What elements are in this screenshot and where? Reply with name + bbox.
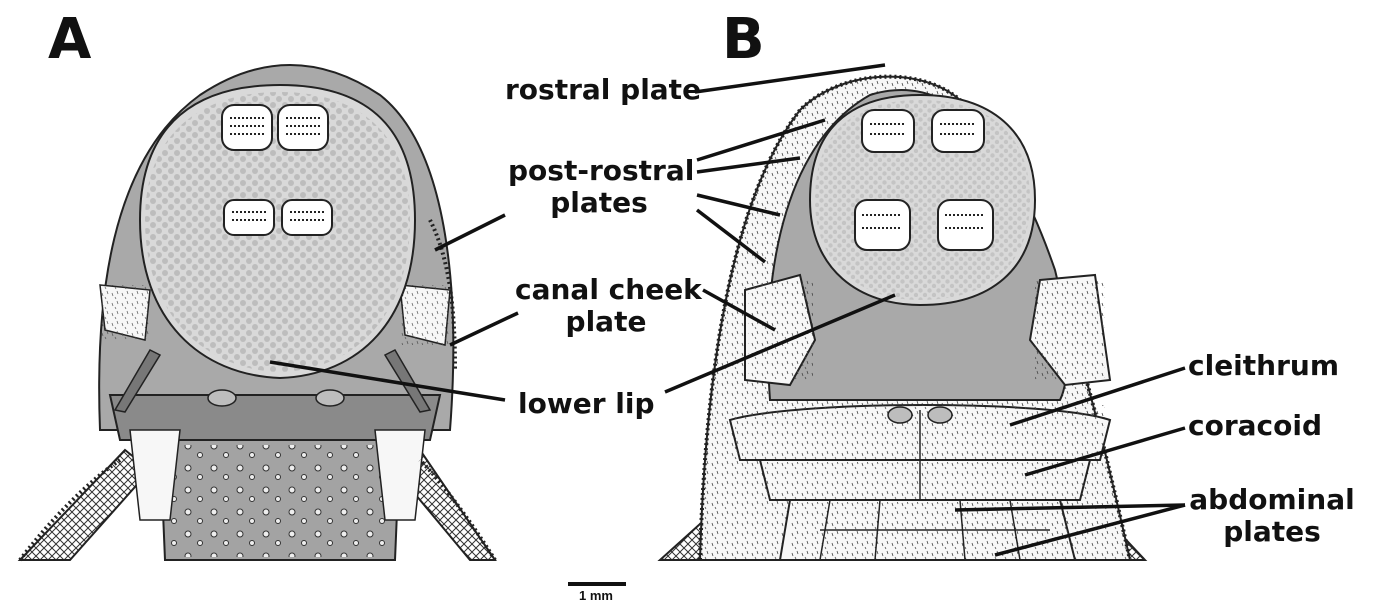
label-cleithrum: cleithrum [1188, 350, 1339, 382]
label-post-rostral-line1: post-rostral [508, 155, 690, 187]
scale-label: 1 mm [579, 588, 613, 603]
label-canal-cheek-plate: canal cheek plate [515, 274, 697, 338]
panel-a-letter: A [48, 12, 91, 68]
lower-jaw-right-b [938, 200, 993, 250]
scale-bar [568, 582, 626, 586]
label-post-rostral-line2: plates [508, 187, 690, 219]
label-canal-cheek-line2: plate [515, 306, 697, 338]
label-coracoid: coracoid [1188, 410, 1322, 442]
upper-jaw-right-a [278, 105, 328, 150]
label-canal-cheek-line1: canal cheek [515, 274, 697, 306]
upper-jaw-right-b [932, 110, 984, 152]
label-post-rostral-plates: post-rostral plates [508, 155, 690, 219]
label-lower-lip: lower lip [518, 388, 655, 420]
label-rostral-plate: rostral plate [505, 74, 701, 106]
lower-jaw-right-a [282, 200, 332, 235]
upper-jaw-left-b [862, 110, 914, 152]
upper-jaw-left-a [222, 105, 272, 150]
label-abdominal-line2: plates [1186, 516, 1358, 548]
label-abdominal-line1: abdominal [1186, 484, 1358, 516]
label-abdominal-plates: abdominal plates [1186, 484, 1358, 548]
lower-jaw-left-a [224, 200, 274, 235]
pectoral-fin-left-a [20, 450, 150, 560]
abdomen-spots-a [170, 445, 390, 557]
leader-canal-cheek-a [450, 313, 518, 345]
panel-a-drawing [20, 65, 495, 560]
lower-jaw-left-b [855, 200, 910, 250]
panel-b-letter: B [722, 12, 765, 68]
